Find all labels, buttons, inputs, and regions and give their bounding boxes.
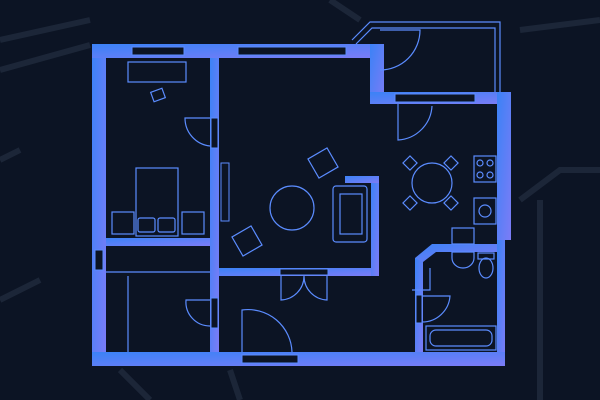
chair-bedroom: [149, 87, 167, 103]
wall-bedroom-bottom: [106, 238, 210, 246]
dining-chair-1: [402, 155, 418, 171]
sofa-seat: [339, 193, 363, 235]
door-kitchen: [397, 104, 433, 141]
door-gap-bedroom: [210, 117, 219, 149]
sink-drain: [478, 204, 492, 218]
toilet: [478, 257, 494, 279]
burner: [476, 171, 484, 179]
desk: [127, 61, 187, 83]
door-entrance: [241, 308, 293, 353]
bathtub: [425, 325, 497, 351]
wall-living-right: [371, 176, 379, 276]
wall-right-lower: [497, 240, 505, 366]
armchair-1: [307, 147, 339, 179]
burner: [486, 171, 494, 179]
door-living-double: [280, 275, 328, 301]
furniture: [106, 21, 501, 353]
wall-inner-vertical: [210, 58, 219, 352]
door-gap-bath: [415, 294, 423, 324]
door-storage: [185, 299, 211, 327]
pillow-1: [137, 217, 156, 233]
bath-sink: [451, 251, 475, 269]
pillow-2: [157, 217, 176, 233]
sink-kitchen: [473, 197, 497, 225]
window-left-lower: [94, 249, 104, 271]
balcony-door: [379, 29, 421, 71]
coffee-table: [269, 185, 315, 231]
door-gap-storage: [210, 297, 219, 329]
balcony-outline: [351, 21, 501, 92]
wall-left: [92, 44, 106, 366]
shower-rail: [412, 268, 431, 291]
tv-unit: [220, 162, 230, 222]
window-bottom: [241, 354, 299, 364]
burner: [486, 159, 494, 167]
window-kitchen: [394, 93, 476, 103]
nightstand-right: [181, 211, 205, 235]
dining-table: [411, 162, 453, 204]
stove: [473, 155, 497, 183]
window-bedroom: [131, 46, 185, 56]
bed: [135, 167, 179, 237]
door-bedroom: [184, 117, 211, 147]
dining-chair-3: [402, 195, 418, 211]
sofa: [332, 185, 368, 243]
bathtub-inner: [429, 329, 493, 347]
window-living: [237, 46, 347, 56]
dining-chair-4: [443, 195, 459, 211]
door-bath: [421, 295, 451, 323]
wall-sofa-nook: [345, 176, 379, 183]
wall-right: [497, 92, 511, 240]
toilet-tank: [477, 252, 495, 260]
wall-bath-top: [415, 244, 497, 262]
dining-chair-2: [443, 155, 459, 171]
washing-machine: [451, 227, 475, 245]
armchair-2: [231, 225, 263, 257]
wall-top-right-step: [370, 44, 384, 104]
openings: [94, 46, 476, 364]
nightstand-left: [111, 211, 135, 235]
burner: [476, 159, 484, 167]
door-gap-living: [279, 268, 329, 276]
